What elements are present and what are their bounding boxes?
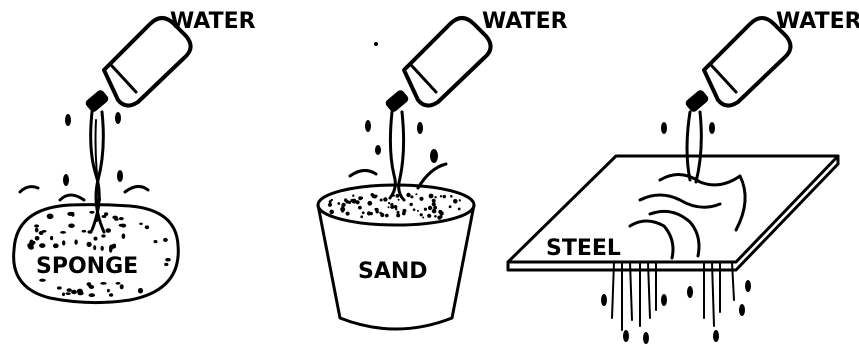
panel-steel: WATER STEEL — [508, 9, 859, 344]
sponge-label: SPONGE — [36, 254, 138, 279]
panel-sand: WATER SAND — [318, 9, 568, 329]
steel-label: STEEL — [546, 236, 621, 261]
water-bottle-icon — [684, 18, 790, 113]
sand-label: SAND — [358, 259, 428, 284]
panel-sponge: WATER SPONGE — [14, 9, 256, 303]
water-label: WATER — [482, 9, 568, 34]
water-label: WATER — [170, 9, 256, 34]
sand-bucket — [318, 185, 474, 329]
water-stream — [20, 112, 148, 232]
water-stream — [601, 112, 751, 344]
water-bottle-icon — [384, 18, 490, 113]
water-label: WATER — [776, 9, 859, 34]
